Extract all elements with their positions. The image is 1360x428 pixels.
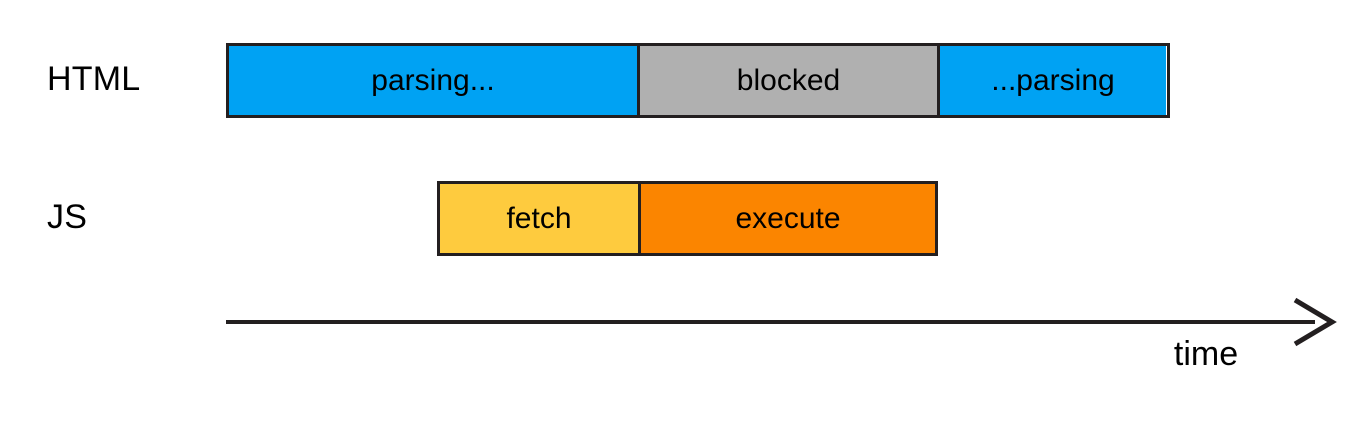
js-segment-execute: execute (638, 184, 935, 253)
js-segment-execute-label: execute (735, 201, 841, 235)
html-segment-parsing-resumed-label: ...parsing (991, 63, 1115, 97)
row-label-html: HTML (47, 60, 141, 98)
html-segment-parsing-resumed: ...parsing (937, 46, 1166, 115)
html-segment-blocked-label: blocked (736, 63, 841, 97)
html-timeline-bar: parsing... blocked ...parsing (226, 43, 1170, 118)
js-segment-fetch: fetch (440, 184, 638, 253)
row-label-js: JS (47, 198, 88, 236)
time-axis-label: time (1173, 335, 1239, 373)
time-axis (226, 297, 1337, 347)
js-timeline-bar: fetch execute (437, 181, 938, 256)
js-segment-fetch-label: fetch (506, 201, 572, 235)
arrow-right-icon (1293, 297, 1337, 347)
html-segment-parsing: parsing... (229, 46, 637, 115)
html-segment-parsing-label: parsing... (371, 63, 495, 97)
html-segment-blocked: blocked (637, 46, 937, 115)
